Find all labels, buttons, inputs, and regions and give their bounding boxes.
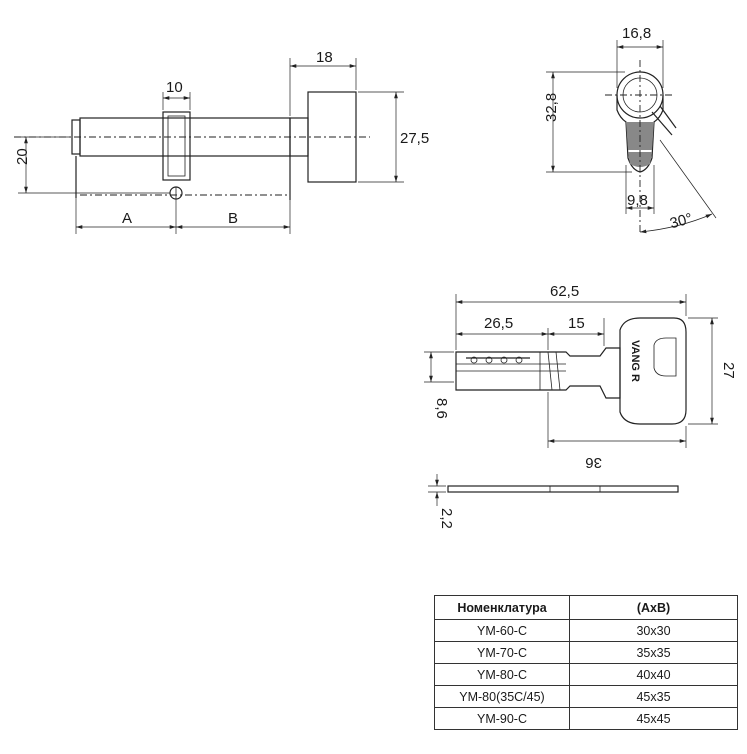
model-cell: YM-90-C [434,707,570,730]
dim-part-b: B [228,210,238,227]
model-cell: YM-70-C [434,641,570,664]
cylinder-profile-view [605,60,677,232]
dim-profile-width: 16,8 [622,25,651,42]
dim-height: 20 [14,148,31,165]
dim-cam-angle: 30° [668,210,694,232]
size-cell: 30x30 [569,619,738,642]
size-cell: 35x35 [569,641,738,664]
dim-profile-offset: 9,8 [627,192,648,209]
table-row: YM-80(35C/45) 45x35 [434,685,738,708]
dim-key-head-length: 36 [585,454,602,471]
model-cell: YM-80-C [434,663,570,686]
dim-part-a: A [122,210,132,227]
key-brand-logo: VANG R [629,340,641,382]
dim-cam-width: 10 [166,79,183,96]
table-row: YM-80-C 40x40 [434,663,738,686]
table-row: YM-90-C 45x45 [434,707,738,730]
dim-key-blade-length: 26,5 [484,315,513,332]
column-header-size: (AxB) [569,595,738,620]
model-cell: YM-80(35C/45) [434,685,570,708]
dim-key-total-length: 62,5 [550,283,579,300]
table-header-row: Номенклатура (AxB) [434,595,738,620]
key-dimensions [424,294,718,448]
cylinder-side-view [14,91,370,200]
dim-key-groove-length: 15 [568,315,585,332]
dim-knob-length: 18 [316,49,333,66]
table-row: YM-60-C 30x30 [434,619,738,642]
model-cell: YM-60-C [434,619,570,642]
profile-view-dimensions [546,40,717,234]
size-cell: 45x45 [569,707,738,730]
dim-key-bow-width: 27 [720,362,737,379]
side-view-dimensions [18,58,404,234]
size-cell: 40x40 [569,663,738,686]
dim-key-blade-height: 8,6 [433,398,450,419]
key-drawing [455,317,687,425]
dim-knob-diameter: 27,5 [400,130,429,147]
table-row: YM-70-C 35x35 [434,641,738,664]
size-cell: 45x35 [569,685,738,708]
model-size-table: Номенклатура (AxB) YM-60-C 30x30 YM-70-C… [434,595,738,730]
column-header-nomenclature: Номенклатура [434,595,570,620]
dim-profile-height: 32,8 [543,93,560,122]
key-side-profile [428,474,679,506]
dim-key-thickness: 2,2 [438,508,455,529]
